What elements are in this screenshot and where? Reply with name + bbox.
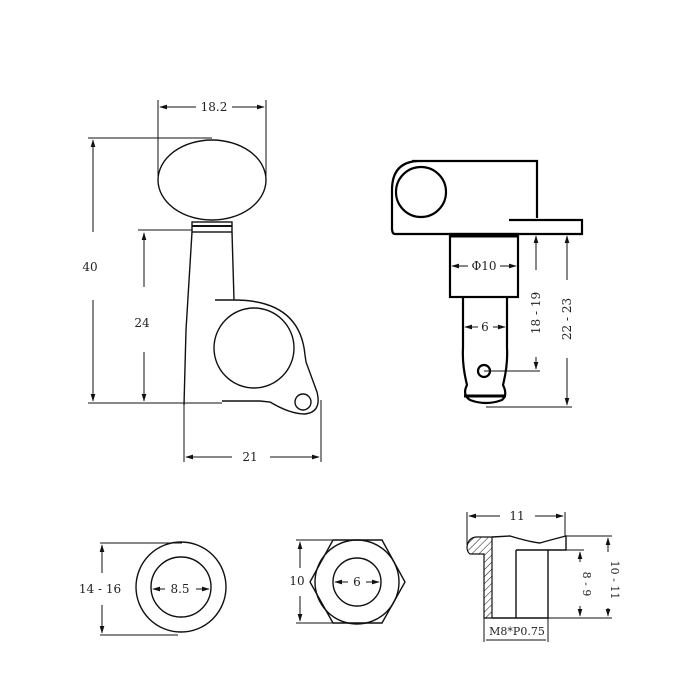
bushing-section-hatched [466, 536, 493, 619]
tuner-neck-right [231, 231, 235, 301]
washer-view: 14 - 16 8.5 [79, 541, 227, 636]
label-overall-height: 40 [82, 260, 97, 274]
label-body-width: 21 [242, 450, 257, 464]
side-housing [390, 159, 584, 236]
label-post-diameter: Φ10 [471, 259, 496, 273]
gear-cover-circle [213, 307, 295, 389]
side-string-hole [394, 165, 448, 219]
dim-body-width: 21 [183, 400, 322, 464]
dim-post-length-short: 18 - 19 [484, 235, 543, 372]
label-bushing-depth: 8 - 9 [580, 572, 593, 597]
label-bushing-flange: 11 [509, 509, 524, 523]
label-hex-inner: 6 [353, 575, 361, 589]
washer-inner [150, 556, 212, 618]
hex-nut-chamfer-circle [314, 539, 400, 625]
dim-button-width: 18.2 [157, 100, 267, 180]
label-washer-inner: 8.5 [170, 582, 189, 596]
washer-outer [135, 541, 227, 633]
label-bushing-thread: M8*P0.75 [489, 625, 545, 638]
bushing-body [491, 535, 567, 619]
label-bushing-height: 10 - 11 [608, 561, 621, 600]
side-view: Φ10 6 18 - 19 22 - 23 [390, 159, 584, 408]
label-post-length-short: 18 - 19 [529, 292, 543, 334]
label-post-length-long: 22 - 23 [560, 298, 574, 340]
front-view: 18.2 40 24 [82, 100, 322, 464]
label-body-height: 24 [134, 316, 150, 330]
tuner-collar [191, 221, 233, 233]
hex-nut-view: 10 6 [289, 539, 406, 625]
label-washer-outer: 14 - 16 [79, 582, 121, 596]
dim-overall-height: 40 [82, 137, 222, 404]
tuner-neck-left [183, 231, 193, 406]
dim-body-height: 24 [134, 229, 192, 402]
post-upper [448, 232, 520, 299]
dim-post-length-long: 22 - 23 [486, 235, 574, 408]
bushing-view: 11 M8*P0.75 8 - 9 10 - 11 [466, 509, 621, 642]
hex-nut-bore [332, 557, 382, 607]
post-lower [461, 297, 509, 405]
hex-nut-outline [309, 539, 406, 624]
tuner-button [157, 139, 267, 221]
tuner-housing [215, 299, 319, 415]
label-button-width: 18.2 [201, 100, 228, 114]
label-hex-across-flats: 10 [289, 574, 304, 588]
label-shaft-diameter: 6 [481, 320, 489, 334]
mounting-screw-hole [294, 393, 312, 411]
